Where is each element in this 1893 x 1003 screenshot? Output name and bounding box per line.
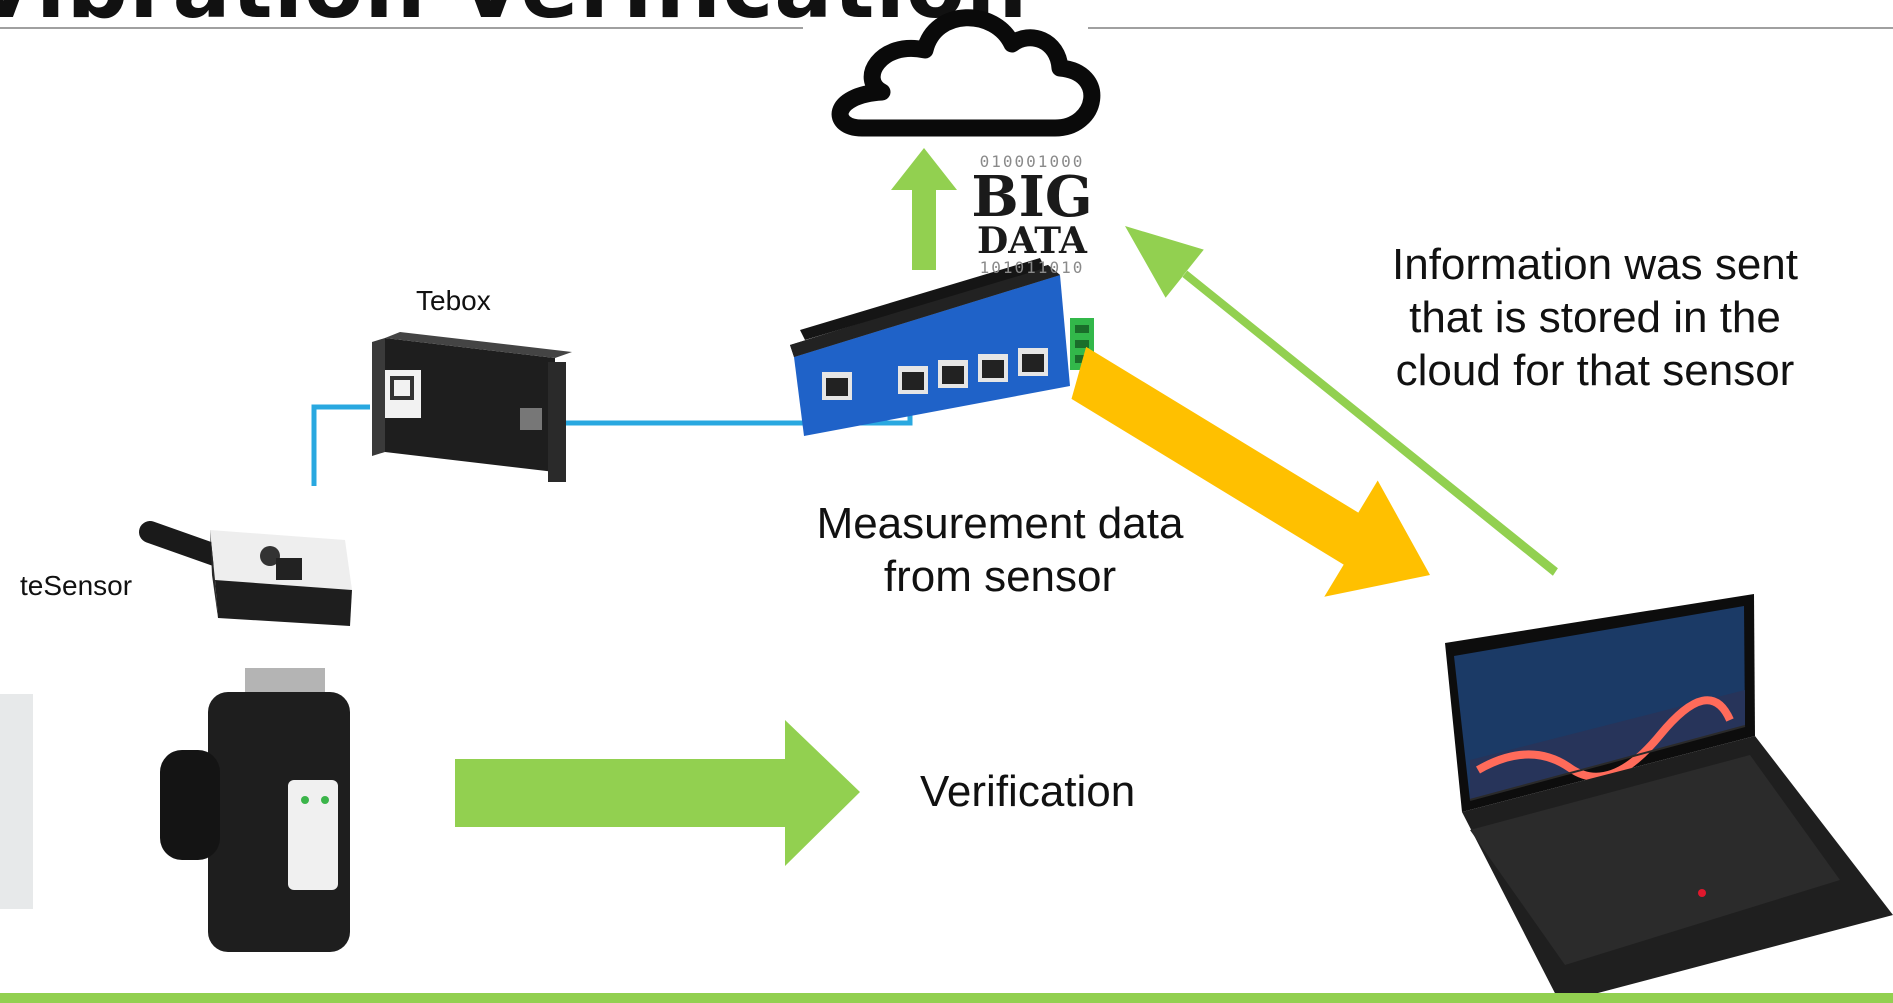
big-data-logo: 010001000 BIG DATA 101011010: [952, 152, 1112, 277]
big-data-word-data: DATA: [977, 220, 1087, 263]
laptop-device: [1445, 594, 1893, 1003]
big-data-word-big: BIG: [971, 164, 1093, 230]
title-rule-left: [0, 27, 803, 29]
cloud-info-label: Information was sent that is stored in t…: [1355, 239, 1835, 397]
measurement-arrow-icon: [1071, 346, 1430, 597]
cloud-icon: [831, 9, 1101, 137]
upload-arrow-icon: [891, 148, 957, 270]
sensor-device: [139, 521, 352, 626]
verification-arrow-icon: [455, 720, 860, 866]
information-arrow-icon: [1125, 226, 1558, 576]
side-panel: [0, 694, 33, 909]
slide-title: Vibration Verification: [0, 0, 1028, 38]
measurement-line-1: Measurement data: [816, 499, 1184, 548]
sensor-cable: [311, 404, 370, 486]
tebox-label: Tebox: [416, 285, 491, 316]
switch-device: [790, 258, 1094, 436]
big-data-bits-bottom: 101011010: [979, 258, 1085, 278]
cloud-info-line-2: that is stored in the: [1409, 292, 1781, 342]
tesensor-label: teSensor: [20, 570, 133, 601]
cloud-info-line-3: cloud for that sensor: [1395, 345, 1795, 395]
measurement-label: Measurement data from sensor: [760, 498, 1240, 604]
big-data-bits-top: 010001000: [979, 152, 1085, 171]
verification-label: Verification: [920, 767, 1136, 816]
calibrator-device: [160, 668, 350, 952]
bottom-accent-bar: [0, 993, 1893, 1003]
tebox-device: [372, 332, 572, 482]
cloud-info-line-1: Information was sent: [1392, 240, 1798, 289]
measurement-line-2: from sensor: [883, 551, 1117, 601]
title-rule-right: [1088, 27, 1893, 29]
